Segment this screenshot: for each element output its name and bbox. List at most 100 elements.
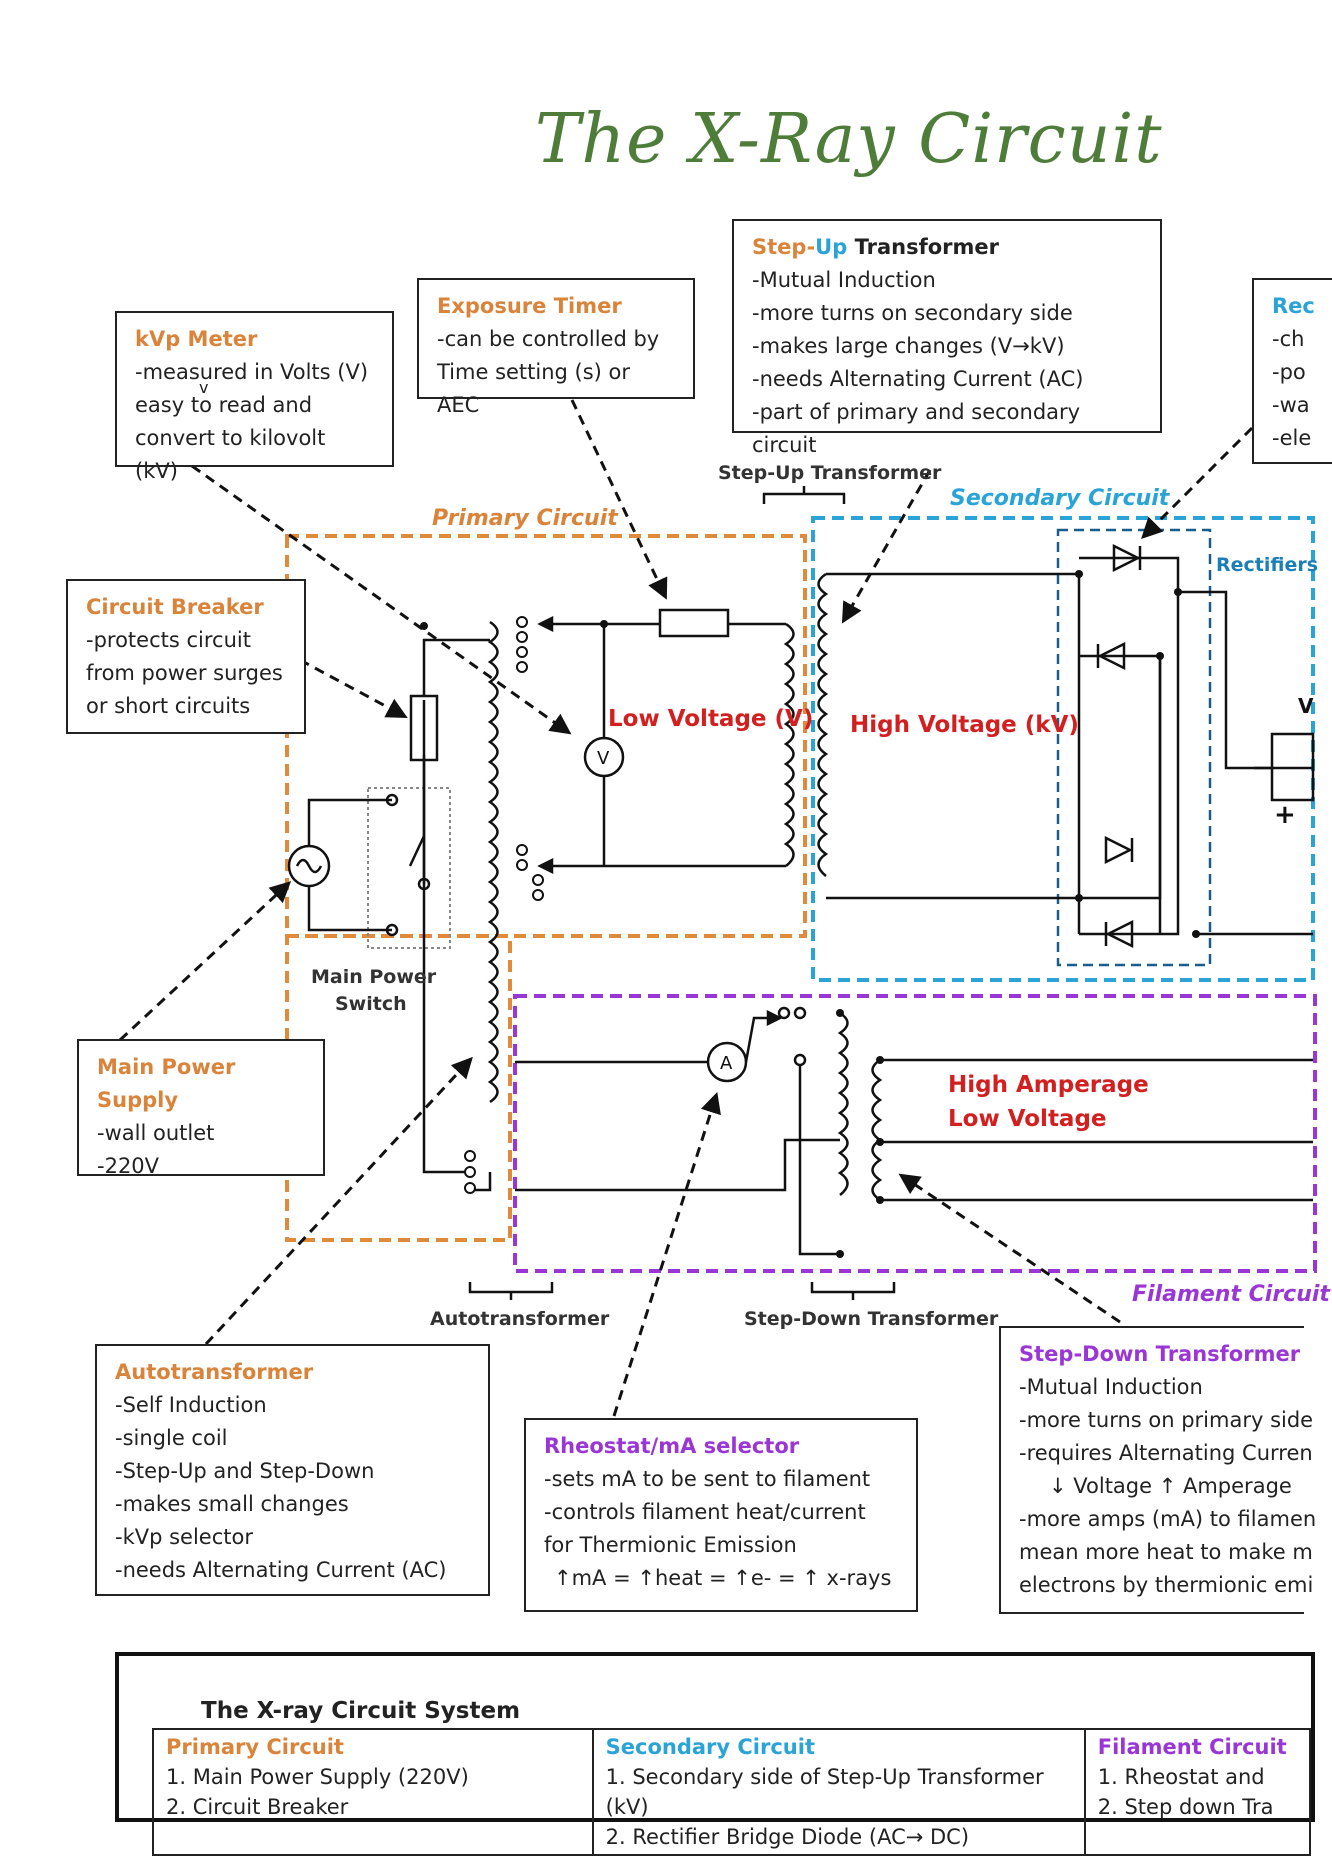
ammeter-icon: A	[720, 1053, 733, 1074]
rectifier-line-1: -ch	[1272, 327, 1305, 351]
exposure-timer-line-1: -can be controlled by	[437, 327, 660, 351]
filament-circuit-region	[513, 994, 1317, 1273]
stepdown-line-1: -Mutual Induction	[1019, 1375, 1203, 1399]
stepdown-transformer-label: Step-Down Transformer	[744, 1308, 999, 1330]
autotransformer-coil-icon	[422, 620, 499, 1192]
rheostat-box: Rheostat/mA selector -sets mA to be sent…	[524, 1418, 918, 1612]
circuit-breaker-box: Circuit Breaker -protects circuit from p…	[66, 579, 306, 734]
autotransformer-box: Autotransformer -Self Induction -single …	[95, 1344, 490, 1596]
rheostat-line-3: for Thermionic Emission	[544, 1533, 797, 1557]
secondary-wiring	[817, 556, 1315, 936]
leader-arrows	[118, 399, 1254, 1417]
summary-title: The X-ray Circuit System	[201, 1698, 521, 1724]
stepup-bracket	[762, 492, 846, 504]
rheostat-line-1: -sets mA to be sent to filament	[544, 1467, 871, 1491]
rectifier-heading: Rec	[1272, 294, 1315, 318]
stepup-line-1: -Mutual Induction	[752, 268, 936, 292]
stepdown-line-3: -requires Alternating Curren	[1019, 1441, 1313, 1465]
secondary-circuit-label: Secondary Circuit	[950, 486, 1170, 511]
summary-primary-item-1: 1. Main Power Supply (220V)	[166, 1765, 469, 1789]
autotransformer-taps	[464, 616, 544, 1194]
kvp-meter-line-1: -measured in Volts (V)	[135, 360, 369, 384]
low-voltage-label: Low Voltage (V)	[608, 706, 814, 732]
rectifier-diodes-icon	[1096, 543, 1142, 949]
summary-secondary-heading: Secondary Circuit	[605, 1735, 815, 1759]
exposure-timer-heading: Exposure Timer	[437, 294, 622, 318]
stepup-transformer-box: Step-Up Transformer -Mutual Induction -m…	[732, 219, 1162, 457]
stepup-line-3: -makes large changes (V→kV)	[752, 334, 1065, 358]
autotransformer-line-3: -Step-Up and Step-Down	[115, 1459, 375, 1483]
stepdown-transformer-box: Step-Down Transformer -Mutual Induction …	[999, 1326, 1316, 1614]
switch-housing	[367, 787, 451, 949]
main-power-switch-label-2: Switch	[335, 993, 407, 1015]
summary-col-secondary: Secondary Circuit 1. Secondary side of S…	[591, 1728, 1086, 1856]
main-power-heading: Main Power Supply	[97, 1055, 236, 1112]
main-power-switch-icon	[385, 755, 431, 937]
exposure-timer-line-2: Time setting (s) or AEC	[437, 360, 631, 417]
stepdown-bracket	[810, 1282, 896, 1294]
rheostat-line-2: -controls filament heat/current	[544, 1500, 866, 1524]
high-amperage-label: High Amperage	[948, 1072, 1149, 1098]
kvp-meter-line-2: easy to read and	[135, 393, 313, 417]
stepup-transformer-label: Step-Up Transformer	[718, 462, 942, 484]
rectifier-box: Rec -ch -po -wa -ele	[1252, 278, 1332, 464]
circuit-breaker-line-3: or short circuits	[86, 694, 251, 718]
stepdown-line-6: mean more heat to make m	[1019, 1540, 1313, 1564]
main-power-supply-box: Main Power Supply -wall outlet -220V	[77, 1039, 325, 1178]
kvp-meter-heading: kVp Meter	[135, 327, 258, 351]
autotransformer-line-1: -Self Induction	[115, 1393, 267, 1417]
summary-col-filament: Filament Circuit 1. Rheostat and 2. Step…	[1083, 1728, 1312, 1856]
summary-primary-heading: Primary Circuit	[166, 1735, 344, 1759]
summary-filament-heading: Filament Circuit	[1097, 1735, 1287, 1759]
summary-primary-item-2: 2. Circuit Breaker	[166, 1795, 349, 1819]
stepup-transformer-heading: Step-Up Transformer	[752, 231, 1142, 264]
stepup-heading-step: Step	[752, 235, 807, 259]
autotransformer-heading: Autotransformer	[115, 1360, 314, 1384]
page-title: The X-Ray Circuit	[535, 100, 1163, 179]
stepup-heading-transformer: Transformer	[847, 235, 999, 259]
summary-secondary-item-2: 2. Rectifier Bridge Diode (AC→ DC)	[605, 1825, 970, 1849]
stepup-heading-dash: -	[806, 235, 816, 259]
circuit-breaker-icon	[409, 638, 490, 762]
main-power-switch-label-1: Main Power	[311, 966, 437, 988]
rheostat-line-4: ↑mA = ↑heat = ↑e- = ↑ x-rays	[554, 1566, 892, 1590]
stepdown-line-4: ↓ Voltage ↑ Amperage	[1049, 1474, 1292, 1498]
circuit-diagram: V	[118, 399, 1317, 1417]
stepdown-line-7: electrons by thermionic emi	[1019, 1573, 1314, 1597]
circuit-breaker-line-2: from power surges	[86, 661, 283, 685]
kvp-meter-stray-mark: v	[199, 378, 209, 397]
rheostat-heading: Rheostat/mA selector	[544, 1434, 800, 1458]
junction-dots	[420, 570, 1200, 938]
stepup-line-4: -needs Alternating Current (AC)	[752, 367, 1084, 391]
autotransformer-line-6: -needs Alternating Current (AC)	[115, 1558, 447, 1582]
autotransformer-line-4: -makes small changes	[115, 1492, 349, 1516]
main-power-line-2: -220V	[97, 1154, 160, 1178]
stepdown-heading: Step-Down Transformer	[1019, 1342, 1301, 1366]
summary-col-primary: Primary Circuit 1. Main Power Supply (22…	[152, 1728, 594, 1856]
circuit-breaker-line-1: -protects circuit	[86, 628, 251, 652]
stepup-heading-up: Up	[815, 235, 848, 259]
autotransformer-line-5: -kVp selector	[115, 1525, 253, 1549]
low-voltage-2-label: Low Voltage	[948, 1106, 1107, 1132]
ac-source-icon	[287, 798, 392, 932]
secondary-circuit-region	[811, 516, 1315, 982]
circuit-breaker-heading: Circuit Breaker	[86, 595, 264, 619]
filament-wiring	[515, 1006, 1313, 1256]
exposure-timer-box: Exposure Timer -can be controlled by Tim…	[417, 278, 695, 417]
summary-panel: The X-ray Circuit System Primary Circuit…	[115, 1652, 1315, 1856]
summary-secondary-item-1: 1. Secondary side of Step-Up Transformer…	[605, 1765, 1044, 1819]
summary-table: Primary Circuit 1. Main Power Supply (22…	[152, 1728, 1312, 1856]
primary-circuit-label: Primary Circuit	[432, 506, 618, 531]
voltmeter-icon: V	[597, 748, 610, 769]
kvp-meter-box: kVp Meter -measured in Volts (V) easy to…	[115, 311, 394, 483]
edge-v-label: V	[1298, 694, 1314, 718]
high-voltage-label: High Voltage (kV)	[850, 712, 1079, 738]
rectifier-line-2: -po	[1272, 360, 1306, 384]
summary-filament-item-1: 1. Rheostat and	[1097, 1765, 1265, 1789]
rectifier-region	[1056, 528, 1212, 967]
autotransformer-label: Autotransformer	[430, 1308, 610, 1330]
stepup-line-2: -more turns on secondary side	[752, 301, 1073, 325]
filament-circuit-label: Filament Circuit	[1132, 1282, 1330, 1307]
kvp-meter-line-3: convert to kilovolt (kV)	[135, 426, 326, 483]
main-power-line-1: -wall outlet	[97, 1121, 215, 1145]
